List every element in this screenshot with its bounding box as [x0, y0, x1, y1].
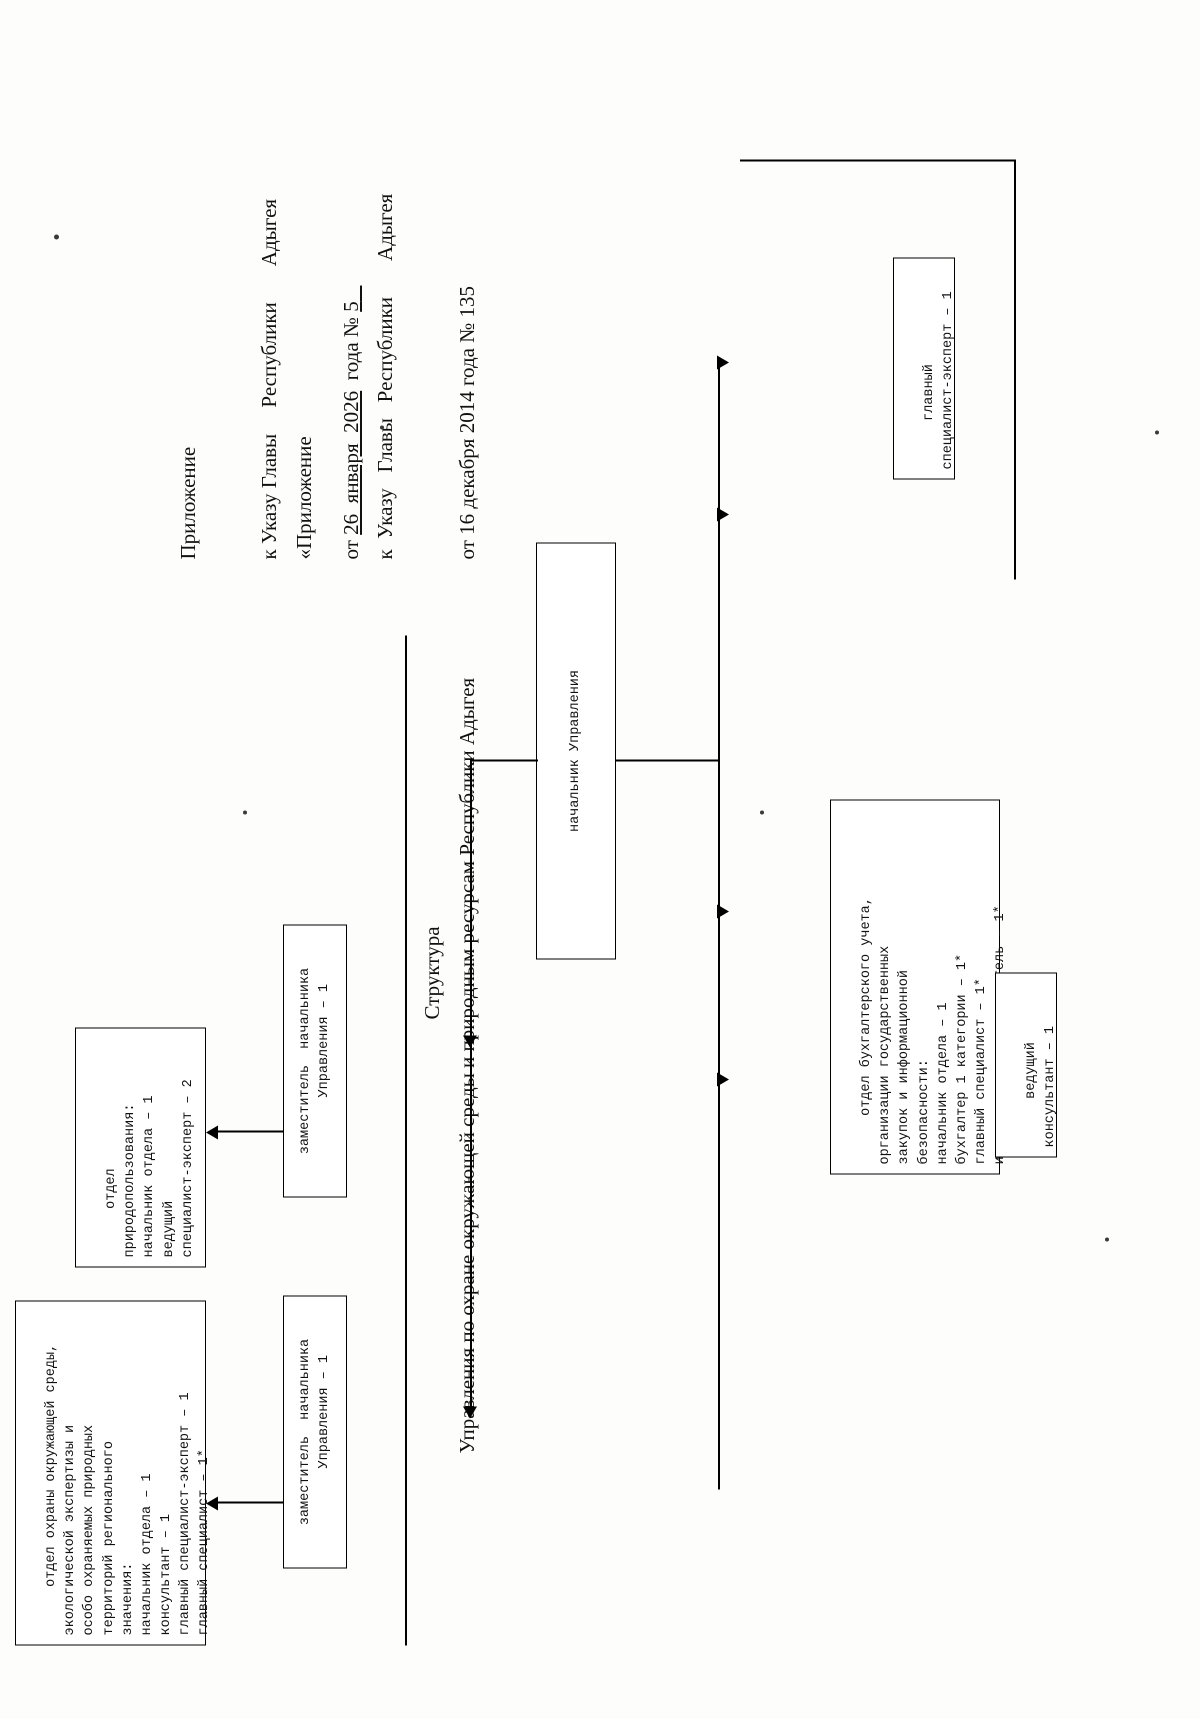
node-chief-specialist-expert-label: главный специалист-эксперт – 1	[922, 290, 957, 469]
scan-speck	[1155, 430, 1159, 434]
node-head-of-department[interactable]: начальник Управления	[536, 542, 616, 959]
connector-deputy1-stub	[470, 758, 472, 1036]
node-lead-consultant-label: ведущий консультант – 1	[1024, 1025, 1059, 1147]
node-deputy-head-1[interactable]: заместитель начальника Управления – 1	[283, 1295, 347, 1568]
connector-root-bottom-v	[616, 759, 718, 761]
node-deputy-head-1-label: заместитель начальника Управления – 1	[297, 1338, 332, 1525]
connector-deputy2-to-nature	[218, 1130, 284, 1132]
header-line-1: Приложение	[175, 446, 200, 559]
node-head-of-department-label: начальник Управления	[568, 669, 584, 832]
node-dept-environment-protection-label: отдел охраны окружающей среды, экологиче…	[44, 1343, 213, 1635]
node-dept-accounting-label: отдел бухгалтерского учета, организации …	[859, 896, 1009, 1164]
arrow-to-deputy2	[463, 1406, 477, 1418]
node-dept-nature-use[interactable]: отдел природопользования: начальник отде…	[75, 1027, 206, 1267]
scan-speck	[54, 234, 59, 239]
connector-right-bracket-v	[740, 159, 1016, 161]
scan-speck	[1105, 1237, 1109, 1241]
connector-right-bracket-h	[1014, 159, 1016, 579]
header-appendix-old: «Приложение к Указу Главы РеспубликиАдыг…	[236, 39, 536, 559]
node-dept-accounting[interactable]: отдел бухгалтерского учета, организации …	[830, 799, 1008, 1174]
arrow-to-deputy1	[463, 1035, 477, 1047]
node-deputy-head-2-label: заместитель начальника Управления – 1	[297, 967, 332, 1154]
connector-deputy1-to-ecology	[218, 1501, 284, 1503]
arrow-to-nature-dept	[206, 1125, 218, 1139]
connector-root-to-deputy1-v	[470, 759, 538, 761]
scan-speck	[380, 425, 384, 429]
page-title-organization: Управления по охране окружающей среды и …	[455, 677, 479, 1453]
header2-line-3: от 16 декабря 2014 года № 135	[455, 285, 480, 559]
node-dept-nature-use-label: отдел природопользования: начальник отде…	[104, 1078, 196, 1257]
header2-line-1: «Приложение	[291, 435, 316, 559]
page-title-structure: Структура	[420, 925, 444, 1019]
connector-root-bottom-spine-ext	[718, 359, 720, 1489]
node-lead-consultant[interactable]: ведущий консультант – 1	[995, 972, 1059, 1157]
node-deputy-head-2[interactable]: заместитель начальника Управления – 1	[283, 924, 347, 1197]
scan-speck	[760, 810, 764, 814]
scan-speck	[243, 810, 247, 814]
header2-line-2: к Указу Главы РеспубликиАдыгея	[373, 193, 398, 559]
node-chief-specialist-expert[interactable]: главный специалист-эксперт – 1	[893, 257, 957, 479]
connector-ecology-tail	[405, 635, 407, 1645]
node-dept-environment-protection[interactable]: отдел охраны окружающей среды, экологиче…	[15, 1300, 212, 1645]
